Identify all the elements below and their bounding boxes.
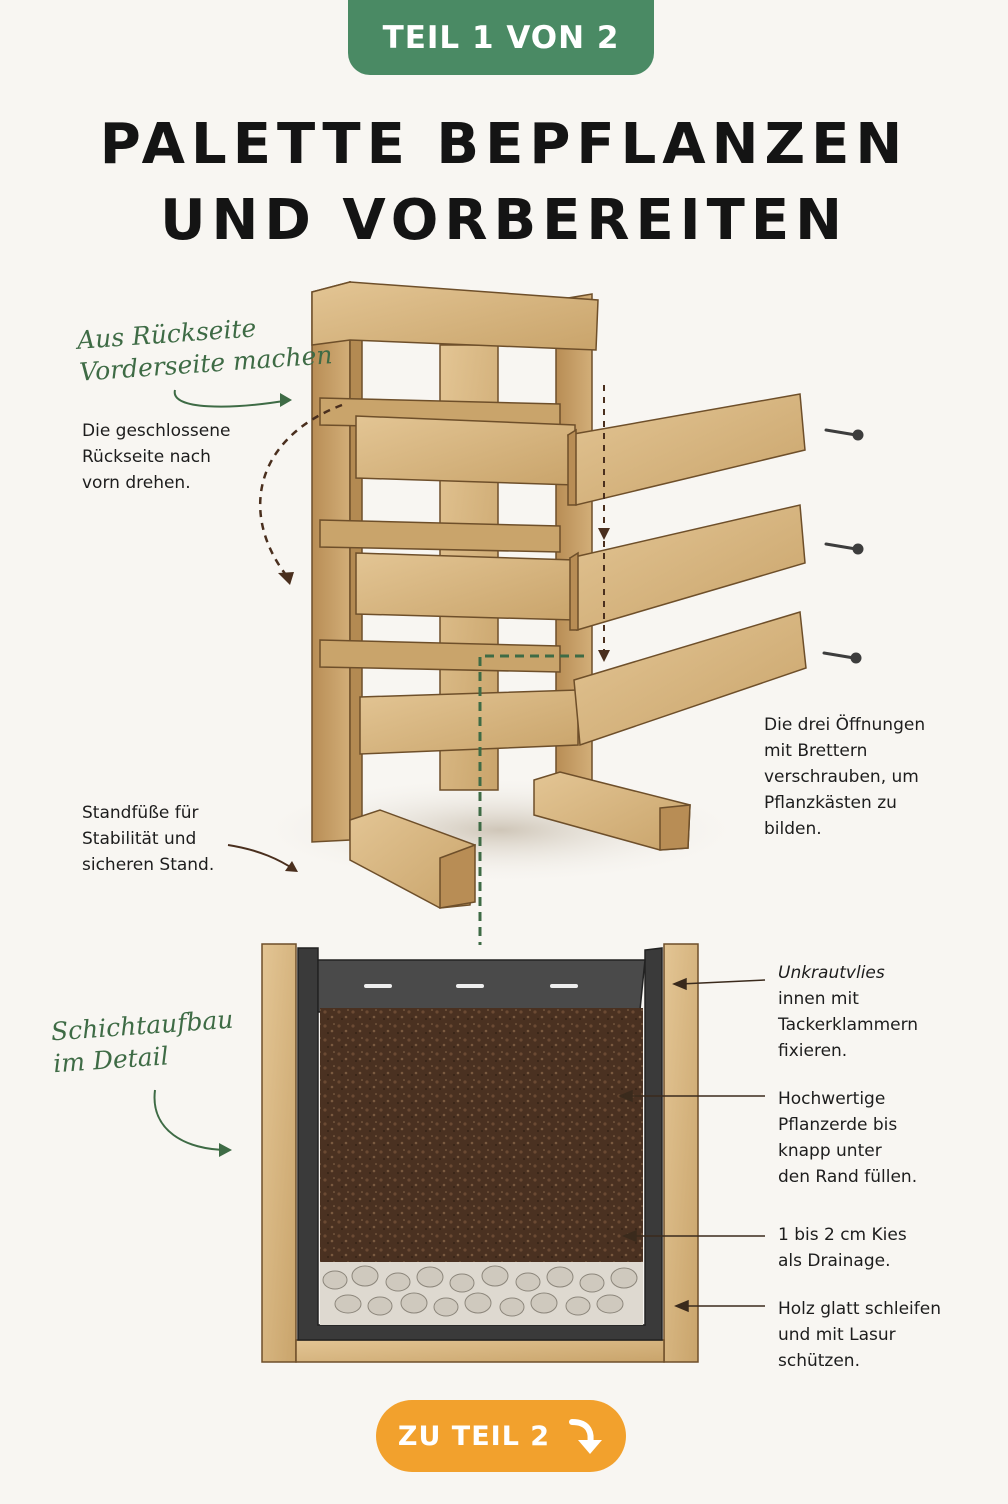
part-badge: TEIL 1 VON 2 [348, 0, 654, 75]
flip-heading-arrow [173, 389, 291, 408]
soil-note: Hochwertige Pflanzerde bis knapp unter d… [778, 1089, 918, 1187]
pallet-front-boards [355, 415, 579, 755]
next-part-button[interactable]: ZU TEIL 2 [376, 1400, 626, 1472]
next-part-label: ZU TEIL 2 [397, 1420, 551, 1452]
fleece-note-term: Unkrautvlies [778, 963, 885, 983]
arrow-down-icon [569, 1419, 603, 1454]
page-title-line-2: UND VORBEREITEN [160, 188, 848, 253]
layers-heading: Schichtaufbau im Detail [50, 1004, 235, 1079]
layer-pointers [618, 977, 766, 1313]
screw-icon [822, 428, 864, 664]
page-title-line-1: PALETTE BEPFLANZEN [99, 112, 909, 177]
wood-note: Holz glatt schleifen und mit Lasur schüt… [778, 1299, 942, 1371]
openings-note: Die drei Öffnungen mit Brettern verschra… [764, 715, 926, 839]
layers-heading-arrow [153, 1089, 229, 1151]
gravel-note: 1 bis 2 cm Kies als Drainage. [778, 1225, 907, 1271]
loose-boards [567, 393, 807, 747]
fleece-note: Unkrautvlies innen mit Tackerklammern fi… [778, 960, 918, 1064]
fleece-note-text: innen mit Tackerklammern fixieren. [778, 989, 919, 1061]
pallet-feet [349, 771, 691, 909]
flip-note: Die geschlossene Rückseite nach vorn dre… [82, 421, 231, 493]
layer-cross-section [261, 943, 699, 1363]
feet-note: Standfüße für Stabilität und sicheren St… [82, 803, 215, 875]
detail-connector [478, 654, 584, 945]
